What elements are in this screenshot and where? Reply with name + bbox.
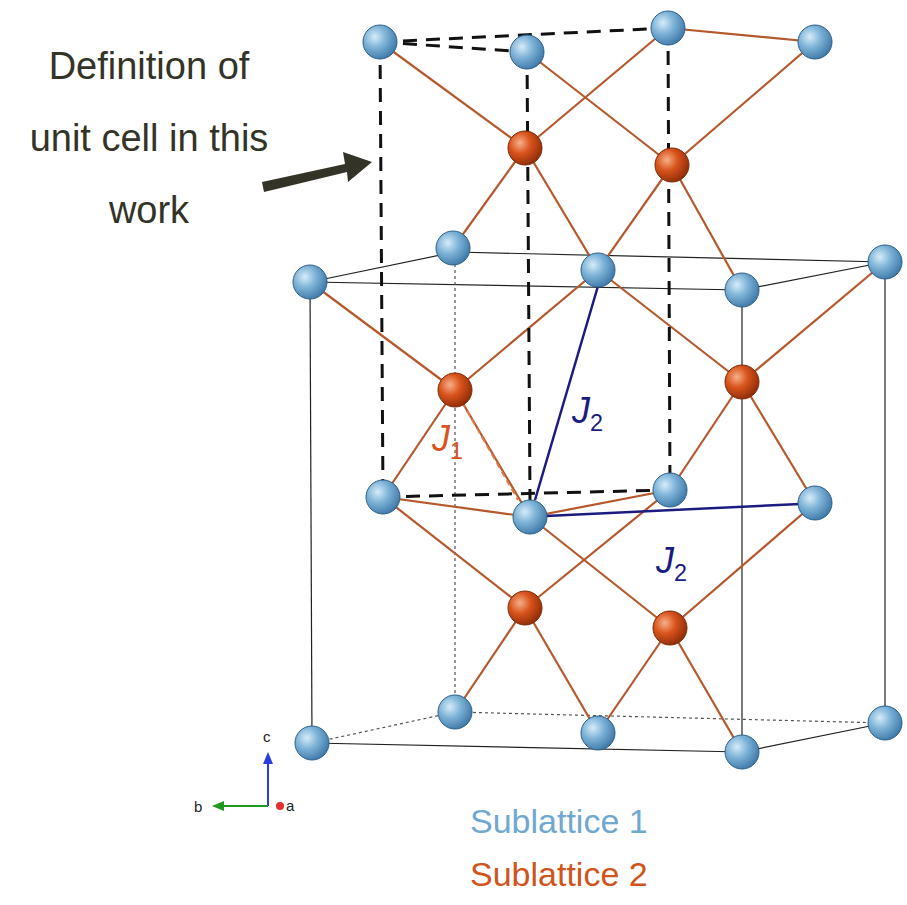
- exchange-label-box: J2: [656, 540, 687, 587]
- callout-text-box: Definition of unit cell in this work: [18, 30, 280, 246]
- sublattice-1-atoms: [293, 11, 902, 769]
- exchange-label-box: J2: [572, 390, 603, 437]
- legend-text: Sublattice 2: [470, 855, 648, 893]
- exchange-label-box: J1: [432, 418, 463, 465]
- j2-path: [535, 286, 598, 500]
- j1-path: [462, 402, 518, 500]
- bonds: [310, 28, 885, 752]
- exchange-label: J2: [656, 540, 687, 581]
- callout-text: Definition of unit cell in this work: [30, 45, 269, 231]
- conventional-cell: [310, 252, 885, 752]
- axis-label-box: a: [286, 797, 294, 815]
- unit-cell-dashed: [380, 28, 670, 500]
- sublattice-2-atoms: [438, 131, 759, 645]
- legend-text-box: Sublattice 2: [470, 855, 648, 894]
- exchange-label: J2: [572, 390, 603, 431]
- axis-label: a: [286, 797, 294, 814]
- axis-label-box: b: [194, 798, 202, 816]
- axis-label: c: [263, 728, 271, 745]
- exchange-label: J1: [432, 418, 463, 459]
- axis-label-box: c: [263, 728, 271, 746]
- legend-text: Sublattice 1: [470, 802, 648, 840]
- callout-arrow: [262, 152, 372, 192]
- legend-text-box: Sublattice 1: [470, 802, 648, 841]
- axis-triad: [212, 752, 284, 811]
- axis-label: b: [194, 798, 202, 815]
